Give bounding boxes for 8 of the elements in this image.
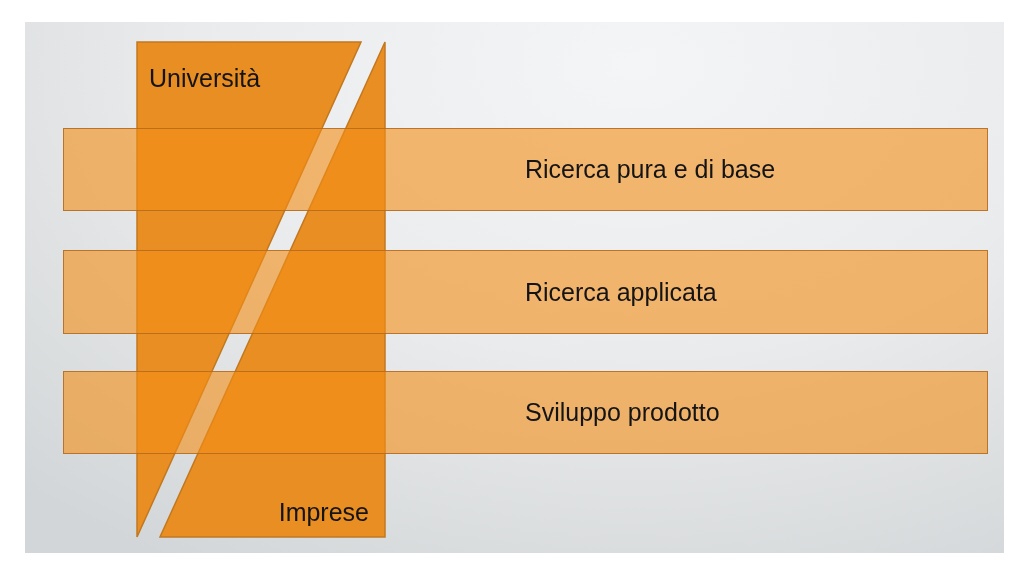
panel-label: Imprese [278,497,369,527]
band [63,128,988,211]
panel-label: Università [149,63,261,93]
band-label: Sviluppo prodotto [525,397,720,427]
band [63,250,988,334]
band-label: Ricerca applicata [525,276,717,307]
band-label: Ricerca pura e di base [525,154,776,184]
band [63,371,988,454]
